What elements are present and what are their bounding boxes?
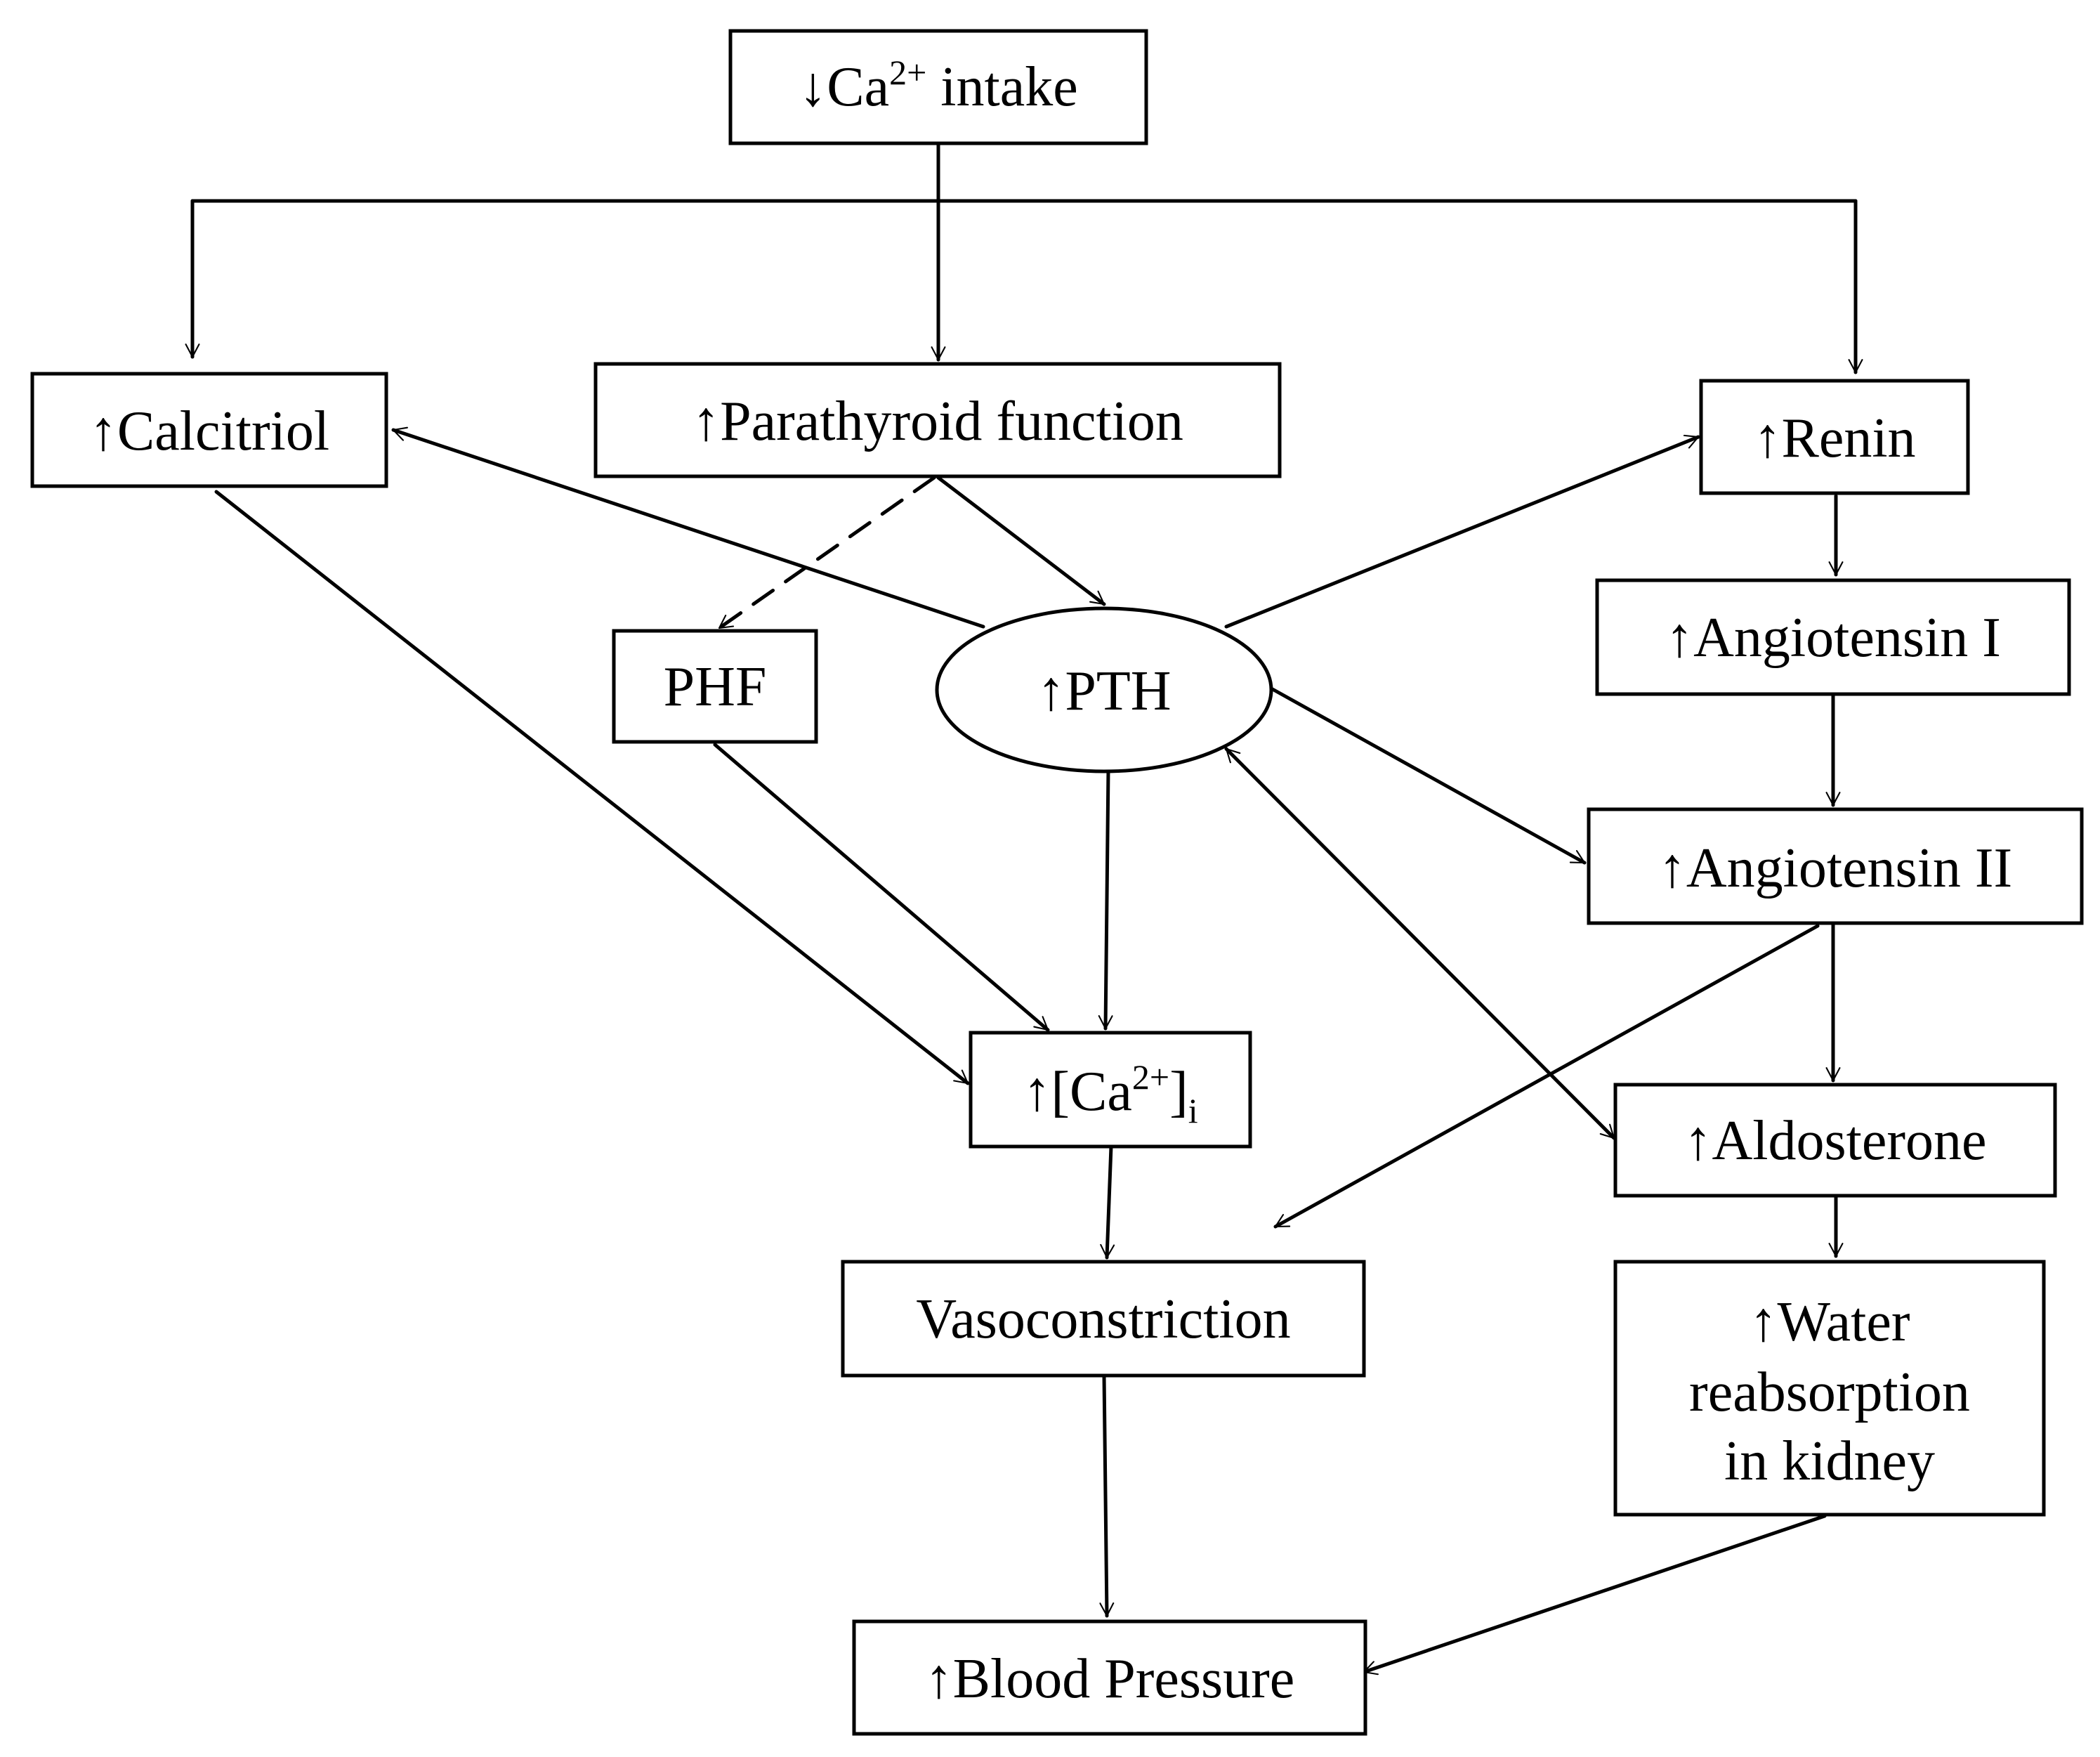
water-reabsorption-line2: reabsorption bbox=[1689, 1361, 1970, 1423]
edges-layer bbox=[185, 143, 1863, 1676]
intracellular-calcium-label: ↑[Ca2+]i bbox=[1023, 1057, 1197, 1130]
edge-phf-to-ca-i bbox=[713, 743, 1050, 1032]
edge-water-to-blood-pressure bbox=[1362, 1514, 1827, 1676]
node-blood-pressure: ↑Blood Pressure bbox=[852, 1619, 1367, 1736]
edge-pth-to-ca-i bbox=[1098, 768, 1113, 1031]
node-parathyroid-function: ↑Parathyroid function bbox=[593, 362, 1282, 478]
edge-angiotensin-ii-to-vasoconstriction bbox=[1273, 924, 1820, 1229]
node-calcitriol: ↑Calcitriol bbox=[30, 372, 388, 488]
edge-pth-to-renin bbox=[1224, 434, 1700, 629]
node-vasoconstriction: Vasoconstriction bbox=[841, 1260, 1366, 1378]
pth-label: ↑PTH bbox=[1037, 660, 1171, 722]
edge-pth-to-angiotensin-ii bbox=[1269, 686, 1587, 865]
nodes-layer: ↓Ca2+ intake ↑Calcitriol ↑Parathyroid fu… bbox=[30, 29, 2084, 1736]
node-intracellular-calcium: ↑[Ca2+]i bbox=[969, 1031, 1252, 1149]
vasoconstriction-label: Vasoconstriction bbox=[916, 1288, 1290, 1350]
node-pth: ↑PTH bbox=[935, 606, 1273, 773]
edge-calcitriol-to-ca-i bbox=[214, 490, 970, 1085]
blood-pressure-label: ↑Blood Pressure bbox=[925, 1648, 1295, 1710]
edge-pth-to-calcitriol bbox=[391, 426, 985, 629]
node-angiotensin-i: ↑Angiotensin I bbox=[1595, 578, 2071, 696]
water-reabsorption-line3: in kidney bbox=[1724, 1430, 1935, 1492]
ca-intake-label: ↓Ca2+ intake bbox=[799, 53, 1078, 118]
node-renin: ↑Renin bbox=[1699, 379, 1970, 495]
node-ca-intake: ↓Ca2+ intake bbox=[728, 29, 1148, 145]
edge-parathyroid-to-pth bbox=[936, 476, 1106, 606]
calcitriol-label: ↑Calcitriol bbox=[89, 400, 329, 462]
parathyroid-function-label: ↑Parathyroid function bbox=[692, 391, 1183, 452]
node-angiotensin-ii: ↑Angiotensin II bbox=[1587, 807, 2084, 925]
edge-parathyroid-to-phf bbox=[717, 476, 936, 630]
water-reabsorption-line1: ↑Water bbox=[1750, 1291, 1910, 1353]
node-phf: PHF bbox=[612, 629, 818, 744]
node-water-reabsorption: ↑Water reabsorption in kidney bbox=[1613, 1260, 2046, 1517]
angiotensin-i-label: ↑Angiotensin I bbox=[1665, 607, 2001, 669]
edge-ca-i-to-vasoconstriction bbox=[1100, 1144, 1115, 1260]
renin-label: ↑Renin bbox=[1753, 407, 1915, 469]
angiotensin-ii-label: ↑Angiotensin II bbox=[1658, 837, 2012, 899]
node-aldosterone: ↑Aldosterone bbox=[1613, 1083, 2057, 1198]
phf-label: PHF bbox=[664, 656, 767, 718]
aldosterone-label: ↑Aldosterone bbox=[1684, 1110, 1986, 1172]
edge-vasoconstriction-to-blood-pressure bbox=[1099, 1373, 1115, 1618]
edge-pth-aldosterone-bidirectional bbox=[1224, 747, 1616, 1140]
